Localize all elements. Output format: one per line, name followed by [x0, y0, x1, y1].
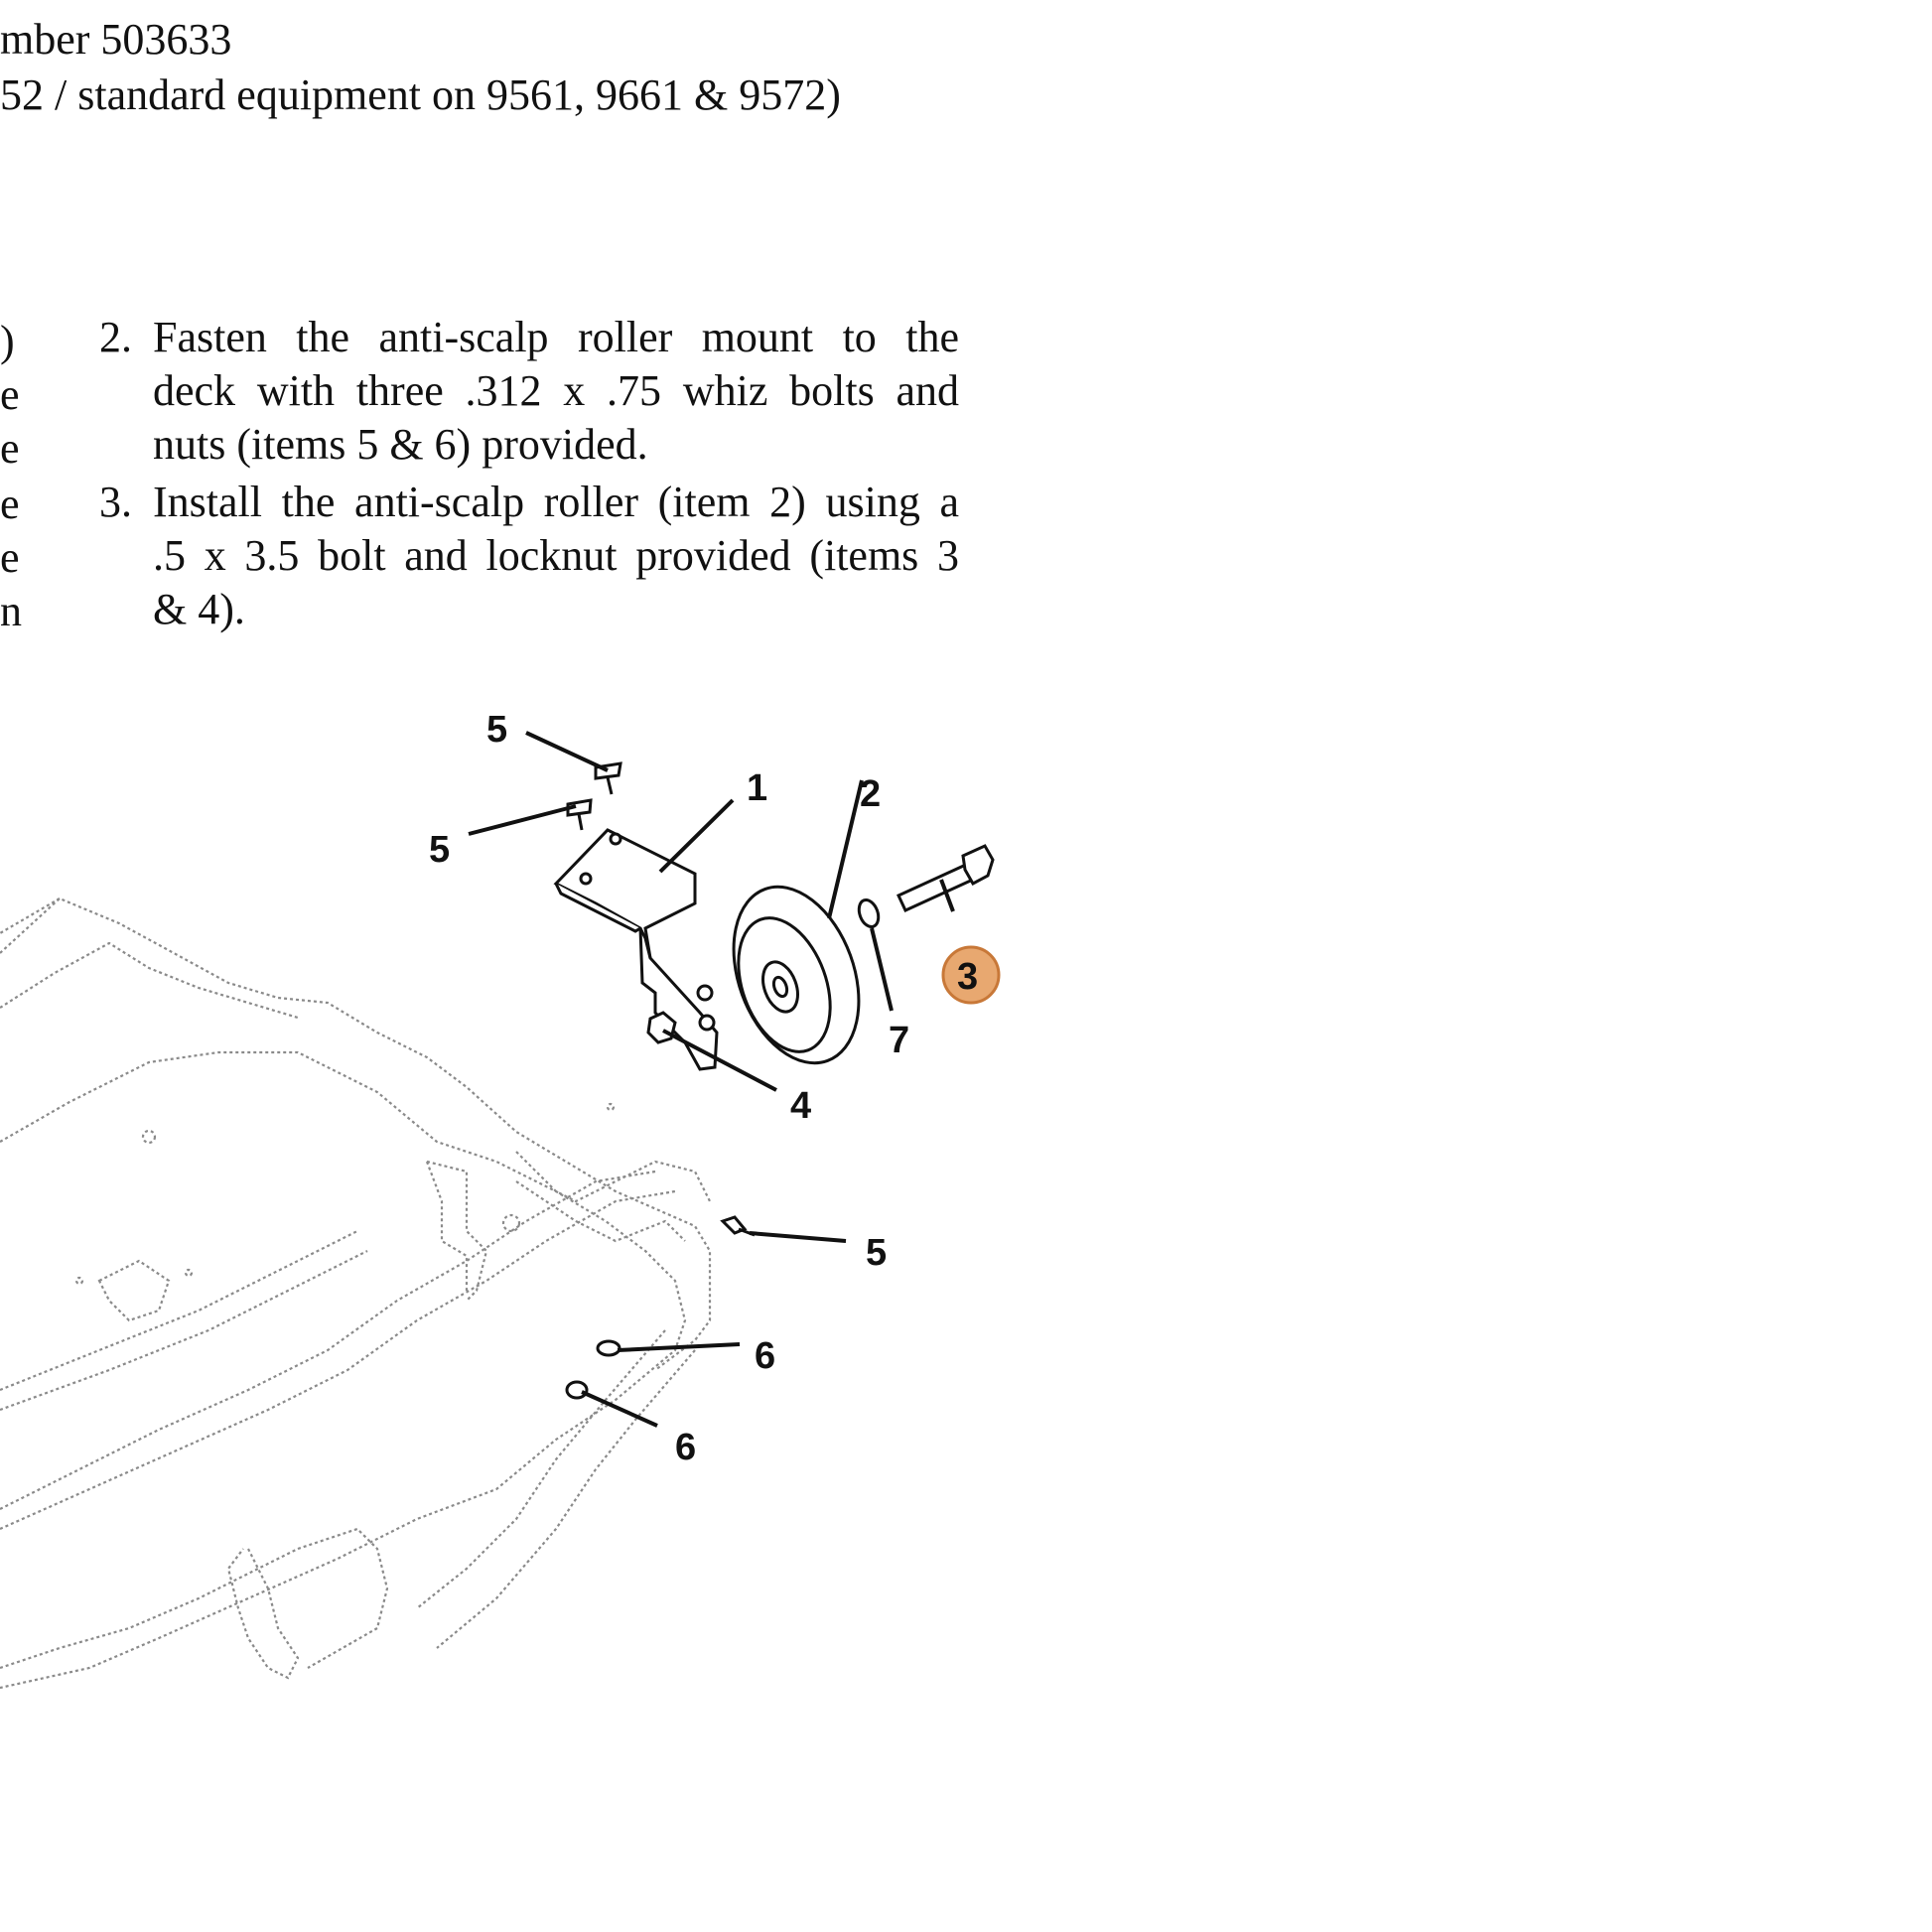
callout-highlight [941, 945, 1001, 1005]
callout-1: 1 [747, 767, 767, 809]
left-column-fragment: e [0, 533, 20, 582]
step-number: 3. [99, 478, 132, 526]
step-line: deck with three .312 x .75 whiz bolts an… [153, 366, 959, 415]
left-column-fragment: ) [0, 317, 15, 365]
washer [857, 897, 881, 929]
anti-scalp-roller [732, 885, 861, 1065]
callout-2: 2 [860, 773, 881, 815]
step-number: 2. [99, 313, 132, 361]
left-column-fragment: e [0, 480, 20, 528]
callout-5: 5 [486, 709, 507, 751]
step-line: & 4). [153, 585, 245, 633]
step-line: .5 x 3.5 bolt and locknut provided (item… [153, 531, 959, 580]
roller-mount-bracket [553, 828, 719, 1071]
left-column-fragment: e [0, 370, 20, 419]
callout-6: 6 [675, 1427, 696, 1468]
callout-6: 6 [755, 1335, 775, 1377]
whiz-nut [596, 1339, 621, 1357]
step-line: Install the anti-scalp roller (item 2) u… [153, 478, 959, 526]
leader-lines [468, 731, 955, 1428]
callout-7: 7 [889, 1020, 909, 1061]
callout-3: 3 [957, 956, 978, 998]
mower-deck [0, 897, 712, 1690]
header-line-1: mber 503633 [0, 15, 232, 64]
callout-5: 5 [429, 829, 450, 871]
callout-4: 4 [790, 1085, 811, 1127]
left-column-fragment: n [0, 587, 22, 635]
step-line: Fasten the anti-scalp roller mount to th… [153, 313, 959, 361]
left-column-fragment: e [0, 424, 20, 473]
anti-scalp-roller-diagram: 5 5 1 2 3 7 4 5 6 6 [0, 709, 1001, 1690]
whiz-bolt [566, 798, 593, 831]
step-line: nuts (items 5 & 6) provided. [153, 420, 648, 469]
callout-5: 5 [866, 1232, 887, 1274]
whiz-nut [565, 1380, 589, 1400]
bolt [897, 844, 995, 912]
header-line-2: 52 / standard equipment on 9561, 9661 & … [0, 70, 841, 119]
